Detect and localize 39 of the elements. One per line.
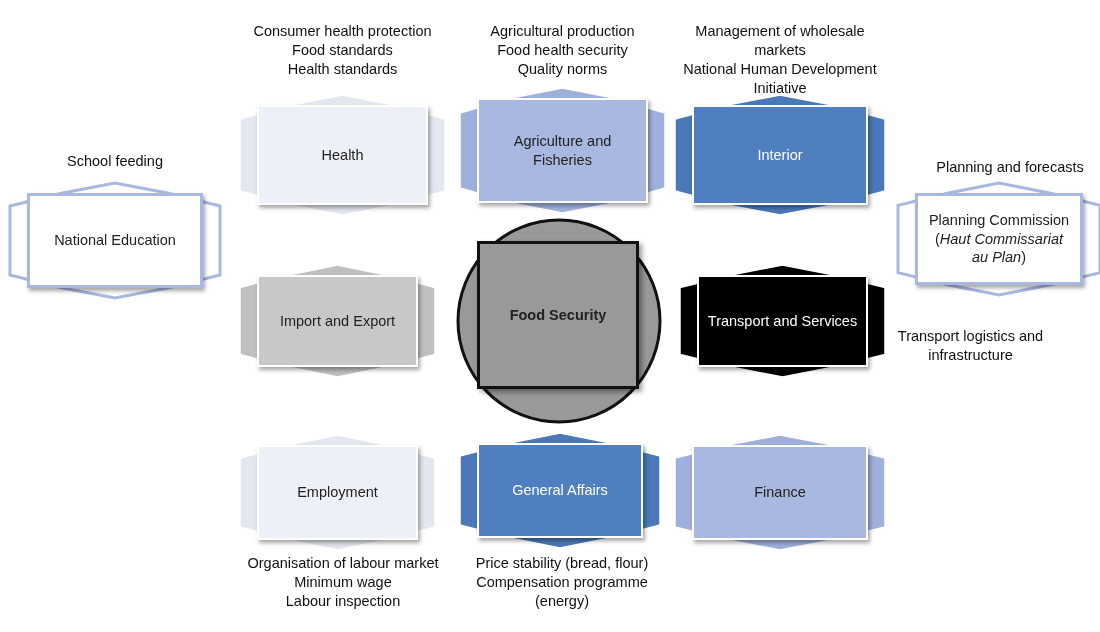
hexagon-box xyxy=(680,265,885,377)
hexagon-box xyxy=(675,95,885,215)
hexagon-box xyxy=(675,435,885,550)
circle xyxy=(456,218,662,424)
description-text: Price stability (bread, flour) xyxy=(475,554,649,573)
box-label: Health xyxy=(321,145,364,165)
description-text: Health standards xyxy=(287,59,398,79)
box-label: Planning Commission (Haut Commissariat au Plan) xyxy=(927,210,1071,268)
hexagon-box xyxy=(240,265,435,377)
box-label: Transport and Services xyxy=(707,311,858,331)
hexagon-box xyxy=(10,183,220,298)
square-box xyxy=(477,241,639,389)
box-label: Agriculture and Fisheries xyxy=(512,131,613,170)
hexagon-box xyxy=(460,433,660,548)
description-text: Labour inspection xyxy=(285,591,401,611)
description-text: Minimum wage xyxy=(294,572,392,592)
box-label: Interior xyxy=(757,145,803,165)
description-text: Consumer health protection xyxy=(253,22,432,41)
description-text: Transport logistics and infrastructure xyxy=(896,327,1045,365)
box-label: Employment xyxy=(297,483,378,502)
description-text: Organisation of labour market xyxy=(247,554,439,573)
description-text: Food health security xyxy=(497,40,628,60)
description-text: Quality norms xyxy=(517,59,608,79)
description-text: Compensation programme (energy) xyxy=(475,572,649,611)
box-label: National Education xyxy=(54,231,176,250)
hexagon-box xyxy=(240,435,435,550)
hexagon-box xyxy=(240,95,445,215)
description-text: Agricultural production xyxy=(490,22,635,41)
hexagon-box xyxy=(898,183,1100,295)
box-label: Finance xyxy=(754,483,806,502)
box-label: Food Security xyxy=(509,305,607,325)
description-text: National Human Development Initiative xyxy=(682,59,878,98)
description-text: Planning and forecasts xyxy=(936,158,1084,177)
hexagon-box xyxy=(460,88,665,213)
description-text: Management of wholesale markets xyxy=(694,22,866,60)
box-label: General Affairs xyxy=(512,481,608,500)
description-text: Food standards xyxy=(292,40,393,60)
description-text: School feeding xyxy=(67,152,163,171)
box-label: Import and Export xyxy=(279,311,396,331)
